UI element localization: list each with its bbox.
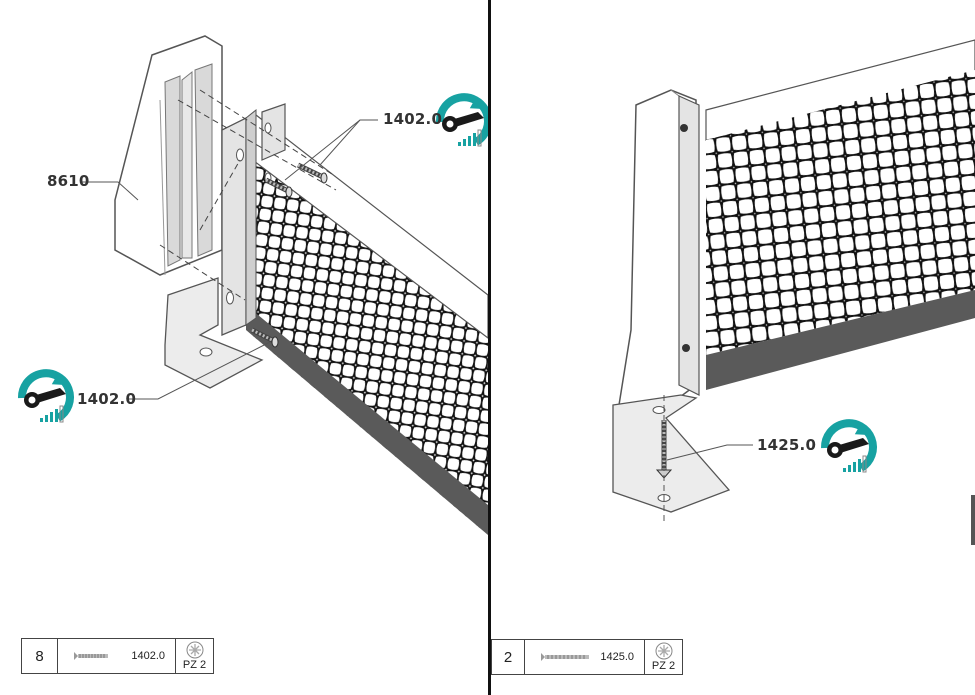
legend-quantity: 2 [492, 640, 525, 674]
net-bottom-band [246, 305, 488, 535]
parts-legend: 8 1402.0 PZ 2 [21, 638, 214, 674]
bracket-foot [612, 394, 731, 513]
part-label-screw-top: 1402.0 [383, 110, 443, 128]
pozidriv-icon [655, 642, 672, 660]
screw-top [296, 162, 328, 184]
part-label-screw: 1425.0 [757, 436, 817, 454]
pozidriv-icon [186, 641, 203, 659]
legend-driver-label: PZ 2 [651, 660, 676, 672]
screw-middle [264, 177, 293, 198]
legend-screw-code: 1402.0 [131, 650, 165, 662]
legend-quantity: 8 [22, 639, 58, 673]
legend-driver: PZ 2 [176, 639, 213, 673]
parts-legend: 2 1425.0 PZ 2 [491, 639, 683, 675]
legend-screw-code: 1425.0 [600, 651, 634, 663]
part-label-8610: 8610 [47, 172, 90, 190]
legend-driver-label: PZ 2 [182, 659, 207, 671]
screw-bottom [250, 327, 279, 348]
assembly-step-left: 8610 1402.0 1402.0 8 1402.0 PZ 2 [0, 35, 488, 674]
assembly-step-right: 1425.0 2 1425.0 PZ 2 [491, 0, 975, 695]
leader-lines [80, 119, 378, 400]
tighten-icon [440, 97, 488, 146]
panel-divider [488, 0, 491, 695]
net-mesh [246, 155, 488, 535]
bracket-foot [164, 277, 264, 389]
net-mesh [706, 70, 975, 355]
post-cover [618, 89, 697, 406]
right-diagram [612, 39, 975, 545]
screw-icon [74, 652, 108, 660]
tighten-icon [22, 373, 70, 422]
leader-line [666, 444, 753, 461]
legend-screw: 1402.0 [58, 639, 176, 673]
net-bottom-band [706, 290, 975, 390]
legend-screw: 1425.0 [525, 640, 645, 674]
part-label-screw-bottom: 1402.0 [77, 390, 137, 408]
legend-driver: PZ 2 [645, 640, 682, 674]
left-diagram [0, 35, 488, 535]
screw-icon [541, 653, 589, 661]
assembly-guides [159, 89, 337, 301]
tighten-icon [825, 423, 873, 472]
bracket-plate [678, 95, 700, 396]
net-top-band [705, 39, 975, 141]
